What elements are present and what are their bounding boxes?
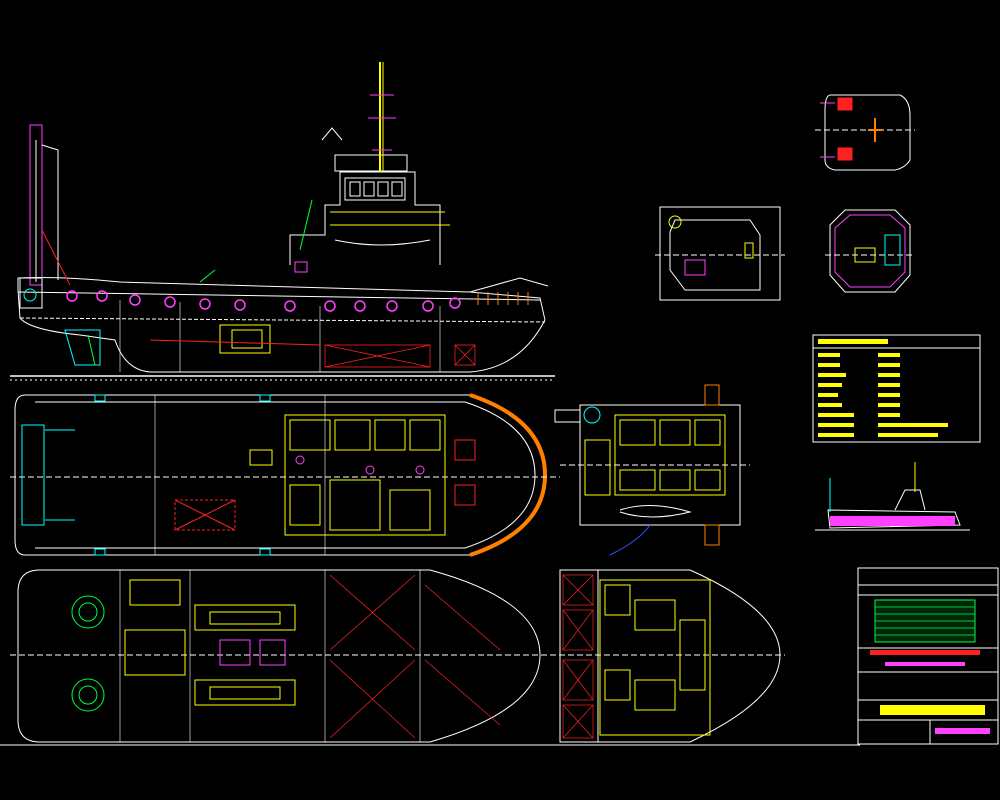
small-profile bbox=[815, 462, 970, 531]
bridge-deck-plan bbox=[554, 384, 750, 556]
particulars-table bbox=[812, 334, 981, 443]
main-deck-plan bbox=[10, 393, 560, 557]
wheelhouse-top-plan bbox=[655, 206, 785, 301]
profile-view bbox=[10, 62, 555, 381]
lower-hold-plan bbox=[0, 569, 555, 746]
mast-detail bbox=[815, 94, 915, 171]
mast-top-plan bbox=[825, 209, 915, 293]
forecastle-deck-plan bbox=[550, 569, 785, 746]
title-block bbox=[857, 567, 999, 745]
